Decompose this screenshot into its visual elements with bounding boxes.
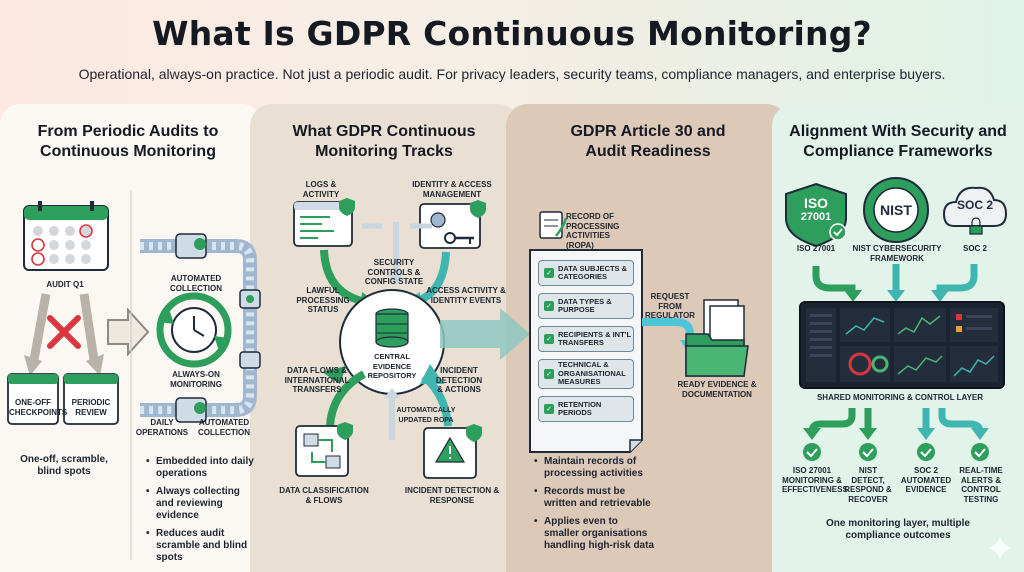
check-icon: ✓: [544, 369, 554, 379]
lawful-processing-label: LAWFUL PROCESSING STATUS: [296, 286, 350, 314]
ropa-item: ✓RECIPIENTS & INT'L TRANSFERS: [538, 326, 634, 352]
evidence-folder-icon: [685, 299, 749, 377]
panel3-heading-line1: GDPR Article 30 and: [570, 123, 726, 140]
panel3-heading-line2: Audit Readiness: [585, 143, 711, 160]
always-on-label: ALWAYS-ON MONITORING: [170, 370, 222, 389]
panel3-bullet: Records must be written and retrievable: [534, 486, 654, 510]
panel1-bullets: Embedded into daily operations Always co…: [146, 456, 258, 570]
nist-label: NIST CYBERSECURITY FRAMEWORK: [852, 244, 942, 263]
panel2-heading: What GDPR Continuous Monitoring Tracks: [256, 122, 512, 162]
review-label: PERIODIC REVIEW: [71, 398, 111, 417]
iso-badge-line1: ISO: [803, 195, 829, 211]
access-activity-label: ACCESS ACTIVITY & IDENTITY EVENTS: [426, 286, 506, 305]
panel2-heading-line2: Monitoring Tracks: [315, 143, 453, 160]
panel1-heading-line1: From Periodic Audits to: [37, 123, 219, 140]
automated-collection-top-label: AUTOMATED COLLECTION: [170, 274, 222, 293]
incident-warning-icon: [423, 424, 482, 479]
iso-shield-icon: [785, 182, 847, 248]
outcome-check-icon: [803, 443, 821, 461]
identity-key-icon: [419, 200, 486, 249]
data-classification-icon: [295, 422, 353, 477]
summary-note: One monitoring layer, multiple complianc…: [826, 518, 970, 541]
outcome-check-icon: [971, 443, 989, 461]
panel1-bullet: Reduces audit scramble and blind spots: [146, 528, 258, 564]
outcome-label: NIST DETECT, RESPOND & RECOVER: [844, 466, 892, 504]
request-label: REQUEST FROM REGULATOR: [645, 292, 695, 320]
daily-operations-label: DAILY OPERATIONS: [135, 418, 189, 437]
review-calendar-icon: [63, 373, 119, 425]
check-icon: ✓: [544, 404, 554, 414]
panel4-heading-line1: Alignment With Security and: [789, 123, 1007, 140]
iso-label: ISO 27001: [796, 244, 836, 253]
page-title: What Is GDPR Continuous Monitoring?: [152, 14, 872, 53]
calendar-icon: [23, 201, 109, 271]
panel4-heading-line2: Compliance Frameworks: [803, 143, 993, 160]
always-on-cycle-icon: [156, 292, 232, 368]
ropa-item: ✓RETENTION PERIODS: [538, 396, 634, 422]
dashboard-screen-icon: [799, 301, 1005, 389]
panel2-heading-line1: What GDPR Continuous: [292, 123, 476, 140]
ready-evidence-label: READY EVIDENCE & DOCUMENTATION: [677, 380, 757, 399]
ropa-item: ✓DATA SUBJECTS & CATEGORIES: [538, 260, 634, 286]
auto-ropa-label: AUTOMATICALLY UPDATED RoPA: [396, 407, 456, 424]
check-icon: ✓: [544, 334, 554, 344]
ropa-title: RECORD OF PROCESSING ACTIVITIES (RoPA): [566, 212, 620, 250]
ropa-item: ✓DATA TYPES & PURPOSE: [538, 293, 634, 319]
outcome-check-icon: [859, 443, 877, 461]
check-icon: ✓: [544, 301, 554, 311]
panel3-bullet: Applies even to smaller organisations ha…: [534, 516, 654, 552]
page-subtitle: Operational, always-on practice. Not jus…: [78, 66, 946, 82]
iso-badge-line2: 27001: [800, 211, 832, 223]
data-flows-label: DATA FLOWS & INTERNATIONAL TRANSFERS: [284, 366, 350, 394]
soc2-label: SOC 2: [962, 244, 987, 253]
panel1-heading: From Periodic Audits to Continuous Monit…: [0, 122, 256, 162]
incident-actions-label: INCIDENT DETECTION & ACTIONS: [435, 366, 483, 394]
shared-layer-label: SHARED MONITORING & CONTROL LAYER: [816, 393, 984, 402]
nist-badge-text: NIST: [880, 202, 912, 218]
central-repository-label: CENTRAL EVIDENCE REPOSITORY: [367, 352, 417, 380]
iso-badge-text: ISO 27001: [796, 196, 836, 224]
outcome-check-icon: [917, 443, 935, 461]
nist-seal-icon: [863, 177, 929, 243]
ropa-scroll-icon: [539, 211, 568, 239]
panel3-heading: GDPR Article 30 and Audit Readiness: [520, 122, 776, 162]
panel4-heading: Alignment With Security and Compliance F…: [776, 122, 1020, 162]
audit-q1-label: AUDIT Q1: [46, 280, 84, 289]
panel1-bullet: Embedded into daily operations: [146, 456, 258, 480]
checkpoints-label: ONE-OFF CHECKPOINTS: [9, 398, 68, 417]
problem-note: One-off, scramble, blind spots: [20, 454, 108, 477]
ropa-item: ✓TECHNICAL & ORGANISATIONAL MEASURES: [538, 359, 634, 389]
automated-collection-bottom-label: AUTOMATED COLLECTION: [198, 418, 250, 437]
checkpoint-calendar-icon: [7, 373, 59, 425]
red-x-icon: [47, 315, 81, 349]
soc2-badge-text: SOC 2: [956, 198, 993, 212]
outcome-label: REAL-TIME ALERTS & CONTROL TESTING: [959, 466, 1003, 504]
security-controls-label: SECURITY CONTROLS & CONFIG STATE: [364, 258, 424, 286]
outcome-label: ISO 27001 MONITORING & EFFECTIVENESS: [782, 466, 848, 494]
panel1-bullet: Always collecting and reviewing evidence: [146, 486, 258, 522]
incident-response-label: INCIDENT DETECTION & RESPONSE: [404, 486, 500, 505]
panel3-bullets: Maintain records of processing activitie…: [534, 456, 654, 558]
check-icon: ✓: [544, 268, 554, 278]
pipeline-icon: [140, 233, 261, 423]
central-repository-icon: [339, 289, 445, 395]
panel3-bullet: Maintain records of processing activitie…: [534, 456, 654, 480]
classification-label: DATA CLASSIFICATION & FLOWS: [279, 486, 369, 505]
panel1-heading-line2: Continuous Monitoring: [40, 143, 216, 160]
logs-window-icon: [293, 198, 355, 247]
soc2-cloud-icon: [942, 186, 1008, 235]
logs-label: LOGS & ACTIVITY: [302, 180, 340, 199]
identity-label: IDENTITY & ACCESS MANAGEMENT: [412, 180, 492, 199]
outcome-label: SOC 2 AUTOMATED EVIDENCE: [900, 466, 952, 494]
